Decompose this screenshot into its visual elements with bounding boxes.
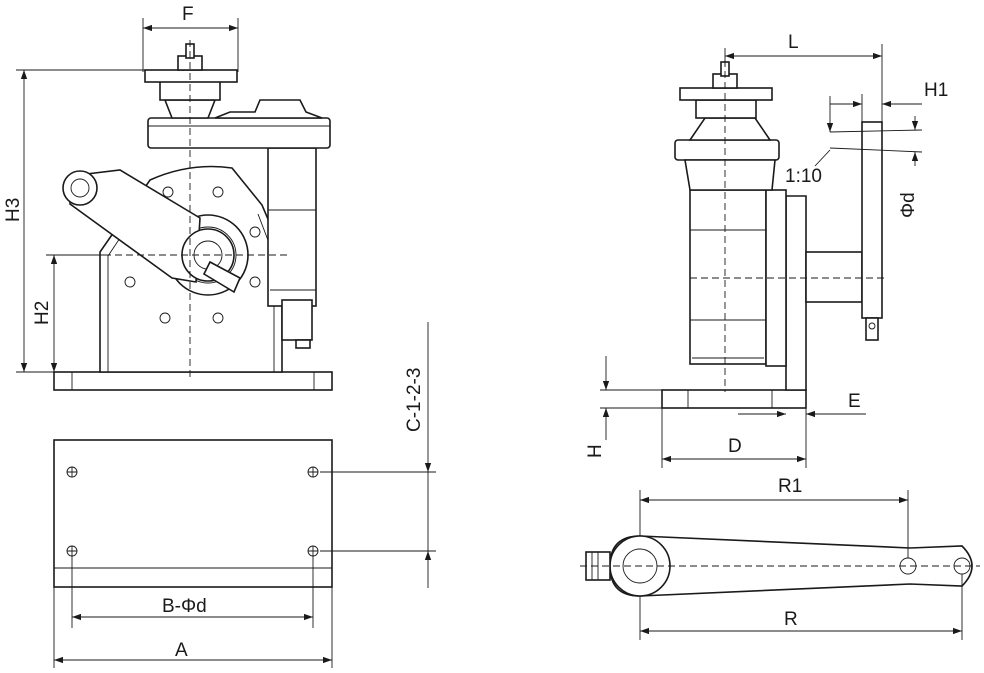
front-view [53, 40, 333, 391]
lever-view: R1 R [580, 476, 980, 640]
label-E: E [848, 391, 861, 412]
label-H3: H3 [3, 198, 24, 222]
label-F: F [182, 4, 194, 25]
bolt-heads [124, 186, 261, 324]
label-H1: H1 [924, 80, 948, 101]
arm-plate [861, 121, 883, 319]
plan-base [53, 439, 333, 588]
front-dimensions: F H3 H2 [3, 4, 239, 373]
label-A: A [175, 640, 188, 661]
base-plate [53, 371, 333, 391]
label-H: H [585, 444, 606, 458]
label-B: B-Φd [162, 596, 207, 617]
gearbox-top [147, 117, 331, 149]
label-H2: H2 [32, 301, 53, 325]
label-C: C-1-2-3 [404, 368, 425, 432]
side-view [661, 60, 886, 409]
side-dimensions: L H1 1:10 Φd E H D [585, 32, 948, 468]
label-D: D [728, 436, 742, 457]
mount-holes [66, 466, 319, 557]
motor-column [267, 147, 317, 307]
label-R: R [784, 609, 798, 630]
motor-body [689, 189, 767, 365]
lever-arm [69, 169, 201, 283]
label-phid: Φd [898, 192, 919, 218]
side-base [661, 389, 807, 409]
label-R1: R1 [778, 476, 802, 497]
plan-view: C-1-2-3 B-Φd A [53, 322, 436, 668]
label-taper: 1:10 [785, 166, 822, 187]
label-L: L [788, 32, 799, 53]
